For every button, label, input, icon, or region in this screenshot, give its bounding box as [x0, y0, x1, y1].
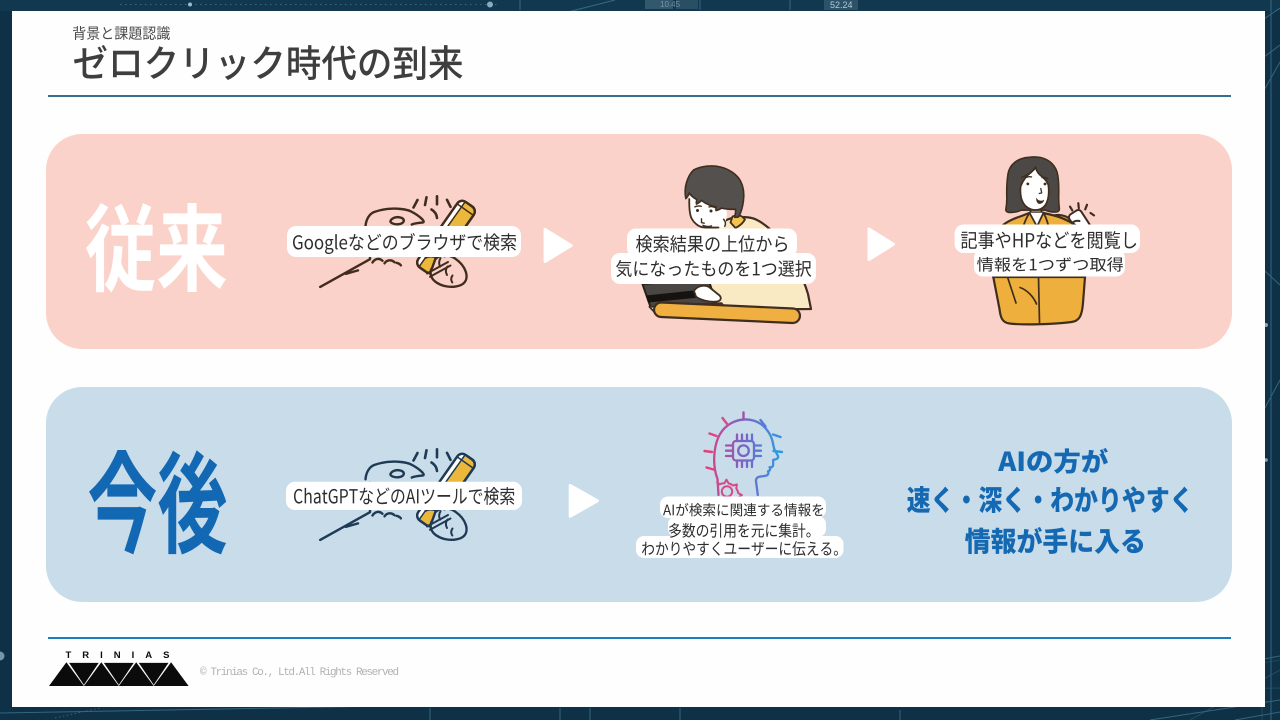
svg-text:10.45: 10.45 [660, 0, 681, 9]
svg-text:52.24: 52.24 [830, 0, 853, 10]
svg-text:TRINIAS: TRINIAS [66, 650, 181, 661]
